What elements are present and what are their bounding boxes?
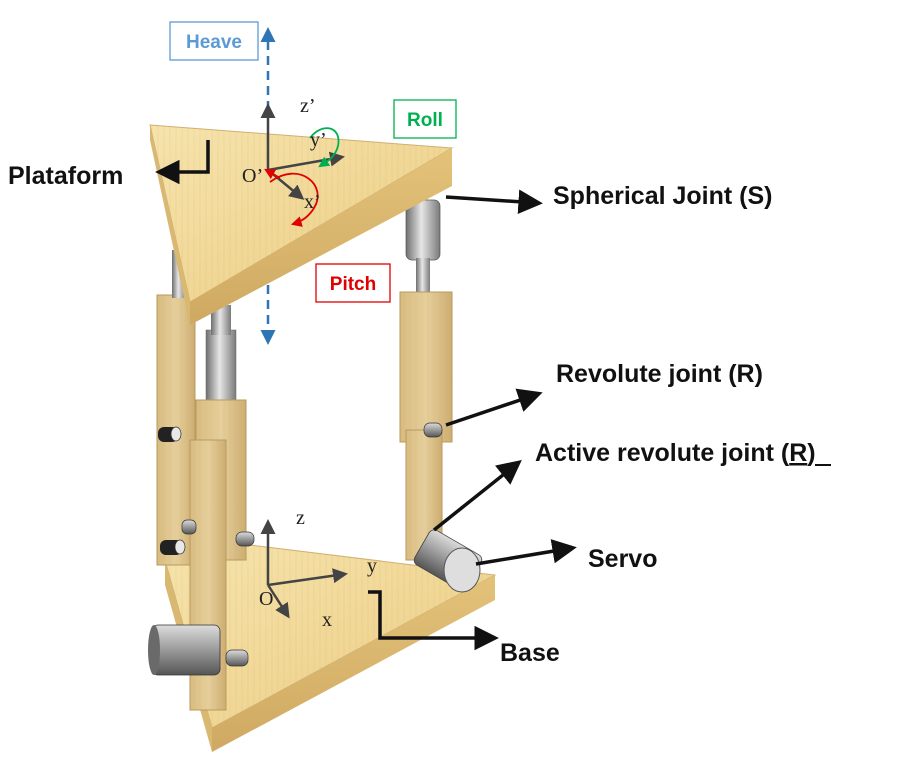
roll-rotation-arrow	[309, 127, 340, 168]
revolute-joint-left-lower	[160, 519, 255, 667]
top-platform	[149, 124, 454, 325]
top-z-axis-label: z’	[300, 95, 316, 117]
top-coordinate-frame: O’ x’ y’ z’	[242, 95, 345, 227]
servo-label: Servo	[588, 545, 657, 573]
revolute-joint-label: Revolute joint (R)	[556, 360, 763, 388]
active-revolute-prefix: Active revolute joint (	[535, 439, 790, 467]
revolute-joint-left-upper	[158, 426, 182, 442]
servo-left	[148, 624, 221, 676]
pitch-box: Pitch	[315, 263, 391, 303]
spherical-joint-label: Spherical Joint (S)	[553, 182, 772, 210]
revolute-joint-right	[423, 422, 443, 438]
base-origin-label: O	[259, 588, 273, 610]
base-y-axis-label: y	[367, 555, 377, 577]
heave-box: Heave	[169, 21, 259, 61]
roll-box: Roll	[393, 99, 457, 139]
top-y-axis-label: y’	[310, 129, 327, 151]
pitch-rotation-arrow	[269, 172, 319, 227]
platform-label: Plataform	[8, 162, 123, 190]
base-plate	[164, 541, 497, 752]
heave-label: Heave	[186, 32, 242, 53]
top-x-axis-label: x’	[304, 191, 321, 213]
servo-right	[413, 529, 483, 593]
base-x-axis-label: x	[322, 609, 332, 631]
active-revolute-suffix: )	[807, 439, 815, 467]
top-origin-label: O’	[242, 165, 263, 187]
active-revolute-letter: R	[789, 439, 807, 467]
right-leg	[399, 199, 453, 561]
base-z-axis-label: z	[296, 507, 305, 529]
roll-label: Roll	[407, 110, 443, 131]
callout-arrows	[155, 140, 577, 651]
base-coordinate-frame: O x y z	[259, 507, 377, 631]
pitch-label: Pitch	[330, 274, 376, 295]
base-label: Base	[500, 639, 560, 667]
active-revolute-joint-label: Active revolute joint (R)	[535, 439, 816, 467]
